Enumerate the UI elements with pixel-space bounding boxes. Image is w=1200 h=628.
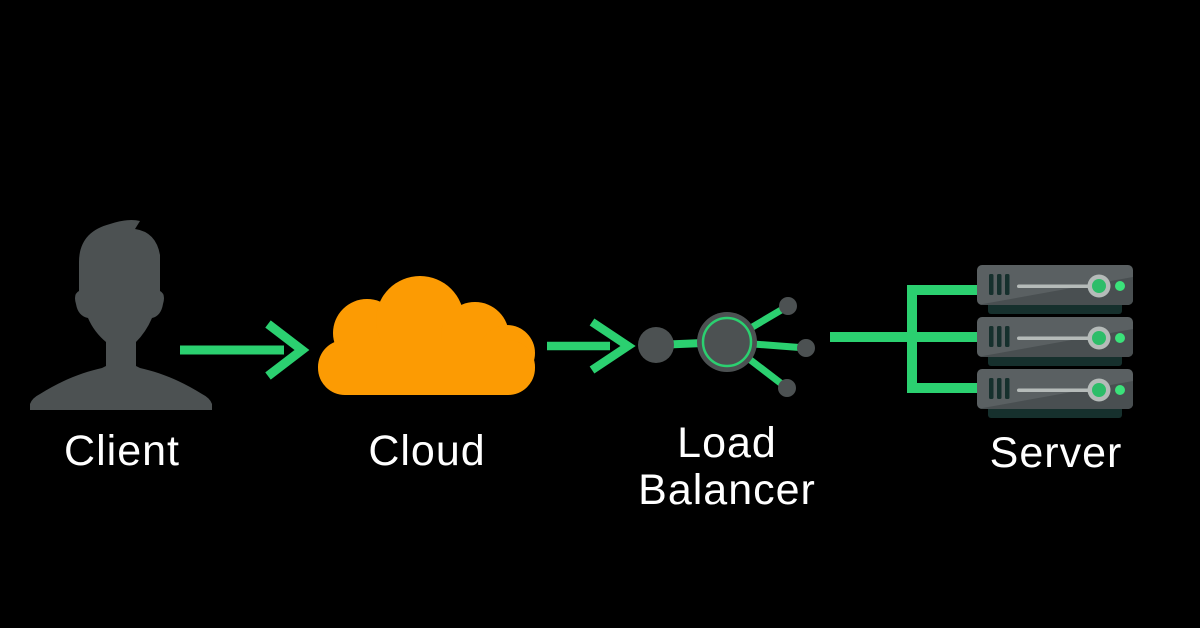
load-balancer-label: Load Balancer: [638, 419, 816, 514]
load-balancer-icon: [638, 297, 815, 397]
server-unit: [977, 317, 1133, 366]
client-label: Client: [64, 427, 180, 475]
server-label: Server: [989, 429, 1123, 477]
server-rack-icon: [977, 265, 1135, 425]
person-silhouette-icon: [30, 220, 212, 410]
connector-load-balancer-to-servers: [830, 285, 983, 393]
cloud-label: Cloud: [368, 427, 486, 475]
server-unit: [977, 369, 1133, 418]
cloud-icon: [318, 276, 535, 395]
arrow-cloud-to-load-balancer-icon: [547, 318, 636, 374]
arrow-client-to-cloud-icon: [180, 320, 310, 380]
server-unit: [977, 265, 1133, 314]
